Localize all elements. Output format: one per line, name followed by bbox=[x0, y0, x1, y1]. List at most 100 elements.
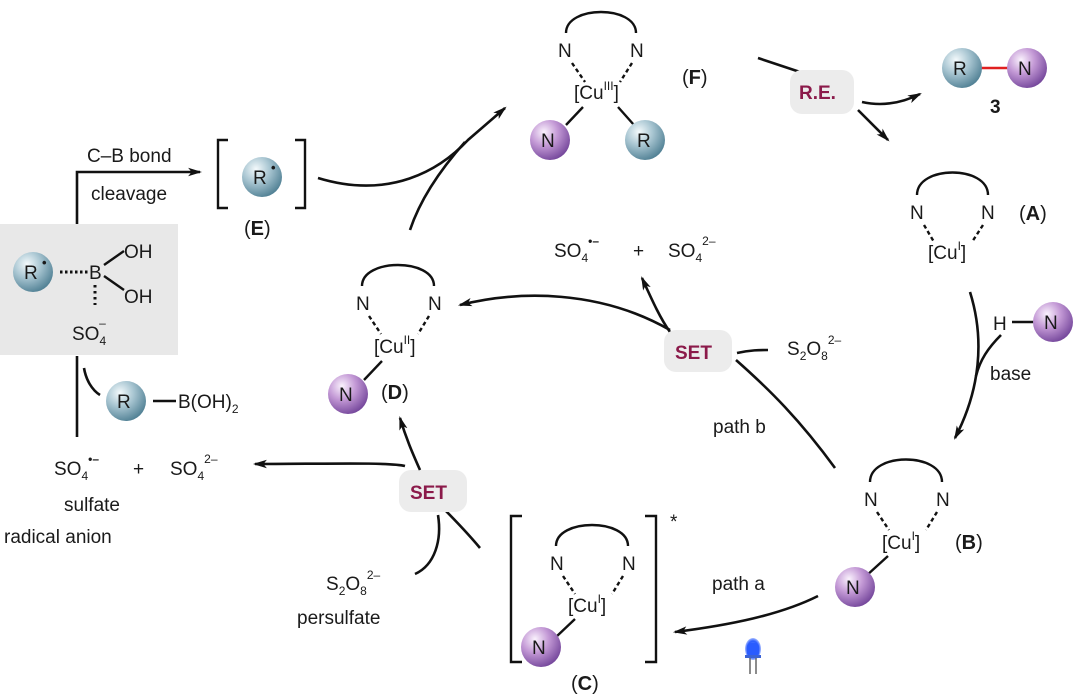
b-oh-bond-2 bbox=[103, 275, 125, 291]
bracket-right bbox=[295, 138, 307, 210]
ligand-n-right: N bbox=[622, 554, 636, 575]
species-b-label: (B) bbox=[955, 532, 983, 554]
plus-sign: + bbox=[633, 241, 644, 262]
set-badge-top bbox=[664, 330, 732, 372]
ligand-n-right: N bbox=[936, 490, 950, 511]
n-ball-label: N bbox=[541, 131, 555, 152]
set-step-top: SET bbox=[457, 276, 769, 372]
path-b-label: path b bbox=[713, 417, 766, 438]
blue-led-icon bbox=[745, 638, 761, 674]
radical-dot: • bbox=[271, 160, 276, 175]
persulfate-formula: S2O82– bbox=[787, 333, 842, 363]
amine-n-ball bbox=[1033, 302, 1073, 342]
species-e-label: (E) bbox=[244, 218, 271, 240]
coord-bond-left bbox=[922, 224, 936, 243]
copper-center: [CuI] bbox=[928, 239, 966, 264]
re-badge bbox=[790, 70, 854, 114]
ligand-n-right: N bbox=[981, 203, 995, 224]
boronic-acid: R B(OH)2 bbox=[106, 381, 239, 421]
set-badge-top-label: SET bbox=[675, 343, 712, 364]
copper-center: [CuI] bbox=[568, 592, 606, 617]
sulfate-products-left: SO4•– + SO42– sulfate radical anion bbox=[4, 452, 218, 548]
arrow-to-sulfate-top bbox=[640, 276, 672, 333]
species-d-label: (D) bbox=[381, 382, 409, 404]
ligand-arc bbox=[360, 263, 436, 287]
n-ball-label: N bbox=[339, 385, 353, 406]
n-ball-label: N bbox=[846, 578, 860, 599]
cleavage-arrow bbox=[75, 167, 203, 224]
species-e: R • (E) bbox=[216, 138, 307, 240]
hydroxyl-1: OH bbox=[124, 242, 153, 263]
coord-bond-left bbox=[571, 62, 586, 83]
ligand-arc bbox=[554, 523, 630, 547]
set-step-bottom: SET bbox=[252, 415, 481, 576]
species-c-label: (C) bbox=[571, 673, 599, 695]
persulfate-top: S2O82– bbox=[787, 333, 842, 363]
ligand-n-left: N bbox=[356, 294, 370, 315]
sulfate-radical-anion: SO4•– bbox=[554, 234, 599, 265]
amine-n-label: N bbox=[1044, 313, 1058, 334]
r-radical-ball bbox=[242, 157, 282, 197]
product-r-label: R bbox=[953, 59, 967, 80]
ligand-n-left: N bbox=[864, 490, 878, 511]
n-ligand-ball bbox=[521, 627, 561, 667]
excited-state-mark: * bbox=[670, 512, 678, 533]
sulfate-name-line2: radical anion bbox=[4, 527, 112, 548]
b-oh-bond-1 bbox=[103, 250, 125, 266]
re-incoming-line bbox=[757, 56, 801, 74]
cu-n-bond bbox=[865, 555, 889, 577]
ligand-n-right: N bbox=[428, 294, 442, 315]
sulfate-dianion: SO42– bbox=[668, 234, 716, 265]
arrow-d-to-f bbox=[408, 141, 466, 231]
product-number: 3 bbox=[990, 97, 1001, 118]
coord-bond-left bbox=[562, 575, 576, 595]
coord-bond-left bbox=[876, 511, 890, 531]
sulfate-products-top: SO4•– + SO42– bbox=[554, 234, 716, 265]
copper-center: [CuIII] bbox=[574, 79, 619, 104]
copper-center: [CuI] bbox=[882, 529, 920, 554]
n-ball-label: N bbox=[532, 638, 546, 659]
arrow-to-d bbox=[398, 415, 422, 471]
cleavage-label-line2: cleavage bbox=[91, 184, 167, 205]
ligand-n-right: N bbox=[630, 41, 644, 62]
cleavage-label-line1: C–B bond bbox=[87, 146, 172, 167]
amine-incoming-line bbox=[974, 334, 1002, 377]
ligand-arc bbox=[868, 458, 944, 483]
cu-n-bond bbox=[565, 106, 584, 126]
arrow-e-to-f bbox=[317, 106, 507, 187]
arrow-path-b bbox=[735, 359, 837, 469]
set-badge-bottom-label: SET bbox=[410, 483, 447, 504]
bracket-right bbox=[645, 514, 658, 664]
amine-h: H bbox=[993, 314, 1007, 335]
product-3: R N 3 bbox=[942, 48, 1047, 118]
path-a-label: path a bbox=[712, 574, 765, 595]
n-nucleophile-ball bbox=[530, 120, 570, 160]
persulfate-name: persulfate bbox=[297, 608, 380, 629]
cu-r-bond bbox=[617, 106, 635, 126]
species-c: * N N [CuI] N (C) bbox=[509, 512, 678, 695]
hydroxyl-2: OH bbox=[124, 287, 153, 308]
arrow-to-product bbox=[861, 92, 922, 106]
persulfate-formula: S2O82– bbox=[326, 568, 381, 598]
ligand-arc bbox=[564, 10, 638, 34]
coord-bond-left bbox=[368, 315, 382, 335]
arrow-to-sulfate-left bbox=[252, 459, 406, 469]
re-badge-label: R.E. bbox=[799, 83, 836, 104]
cu-n-bond bbox=[555, 618, 576, 638]
boronic-acid-group: B(OH)2 bbox=[178, 392, 239, 416]
plus-sign: + bbox=[133, 459, 144, 480]
species-f: N N [CuIII] N R (F) bbox=[530, 10, 708, 160]
ligand-n-left: N bbox=[558, 41, 572, 62]
sulfate-anion: SO4– bbox=[72, 316, 106, 348]
coord-bond-right bbox=[610, 575, 625, 595]
persulfate-top-incoming-line bbox=[736, 348, 769, 355]
species-b: N N [CuI] N (B) bbox=[835, 458, 983, 607]
species-a-label: (A) bbox=[1019, 203, 1047, 225]
persulfate-bottom: S2O82– persulfate bbox=[297, 568, 381, 629]
bracket-left bbox=[216, 138, 228, 210]
coord-bond-right bbox=[618, 62, 634, 83]
coord-bond-right bbox=[924, 511, 939, 531]
sulfate-name-line1: sulfate bbox=[64, 495, 120, 516]
ligand-n-left: N bbox=[550, 554, 564, 575]
